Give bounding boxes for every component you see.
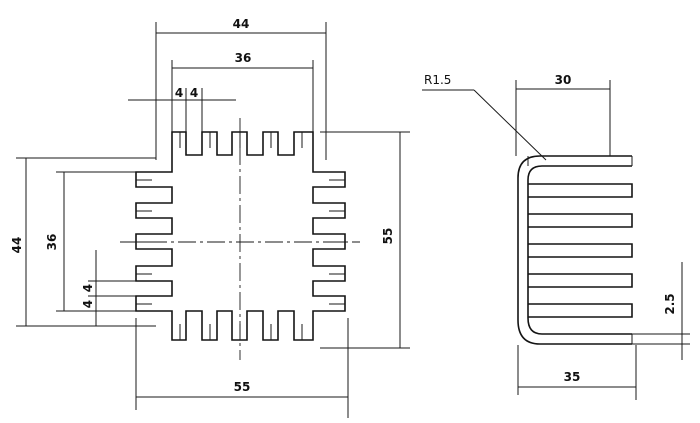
- side-dim-thickness: 2.5: [632, 262, 690, 360]
- dim-left-outer: 44: [10, 157, 156, 327]
- dim-top-outer: 44: [155, 17, 327, 160]
- side-dim-bottom-width-label: 35: [564, 370, 581, 384]
- radius-callout: R1.5: [422, 73, 547, 161]
- dim-left-gap-b: 4: [81, 300, 95, 308]
- dim-right-height-label: 55: [381, 228, 395, 245]
- dim-fin-gaps: 4 4: [128, 86, 236, 132]
- side-dim-top-width-label: 30: [555, 73, 572, 87]
- dim-fin-gap-a: 4: [175, 86, 183, 100]
- dim-top-outer-label: 44: [233, 17, 250, 31]
- dim-bottom-width-label: 55: [234, 380, 251, 394]
- dim-top-inner-label: 36: [235, 51, 252, 65]
- side-dim-thickness-label: 2.5: [663, 293, 677, 314]
- front-view: 44 36 4 4 44 36: [10, 17, 410, 418]
- side-fins: [527, 156, 633, 344]
- dim-fin-gap-b: 4: [190, 86, 198, 100]
- dim-bottom-width: 55: [135, 318, 349, 418]
- dim-left-outer-label: 44: [10, 237, 24, 254]
- side-view: 30 R1.5 35 2.5: [422, 73, 690, 400]
- dim-top-inner: 36: [171, 51, 314, 132]
- dim-left-gap-a: 4: [81, 284, 95, 292]
- dim-left-gaps: 4 4: [81, 250, 136, 326]
- dim-right-height: 55: [320, 131, 410, 349]
- dim-left-inner-label: 36: [45, 234, 59, 251]
- side-dim-top-width: 30: [515, 73, 611, 156]
- side-base-plate: [517, 155, 632, 345]
- side-dim-bottom-width: 35: [517, 345, 637, 400]
- radius-label: R1.5: [424, 73, 451, 87]
- heatsink-outline: [135, 131, 346, 341]
